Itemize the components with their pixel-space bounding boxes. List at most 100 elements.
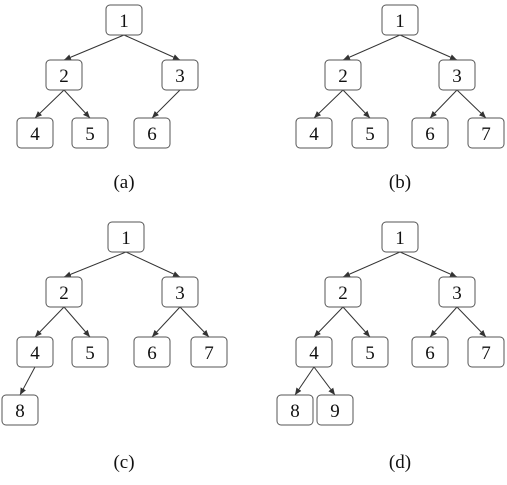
node-label: 3 (175, 66, 185, 87)
edge-c-3-to-7 (179, 306, 210, 338)
tree-node-b-6: 6 (411, 117, 449, 149)
node-box (105, 4, 143, 36)
node-label: 3 (452, 66, 462, 87)
edge-d-3-to-7 (456, 306, 487, 338)
node-label: 4 (30, 343, 40, 364)
node-box (107, 221, 145, 253)
edge-b-1-to-2 (342, 34, 401, 61)
node-box (45, 276, 83, 308)
node-box (16, 117, 54, 149)
tree-node-a-2: 2 (45, 59, 83, 91)
tree-node-b-7: 7 (467, 117, 505, 149)
node-box (316, 394, 354, 426)
tree-node-c-5: 5 (71, 336, 109, 368)
edge-a-1-to-3 (123, 34, 181, 61)
node-box (411, 336, 449, 368)
edge-c-1-to-2 (63, 251, 127, 278)
node-box (16, 336, 54, 368)
node-box (295, 117, 333, 149)
edge-b-3-to-7 (456, 89, 487, 119)
edge-a-3-to-6 (151, 89, 181, 119)
edge-a-1-to-2 (63, 34, 125, 61)
node-label: 1 (121, 228, 131, 249)
node-box (190, 336, 228, 368)
edge-b-2-to-4 (313, 89, 344, 119)
node-label: 2 (338, 283, 348, 304)
tree-node-c-8: 8 (1, 394, 39, 426)
tree-node-d-1: 1 (381, 221, 419, 253)
node-box (133, 336, 171, 368)
tree-node-d-8: 8 (276, 394, 314, 426)
node-label: 1 (395, 11, 405, 32)
tree-node-b-4: 4 (295, 117, 333, 149)
edge-c-1-to-3 (125, 251, 181, 278)
edge-a-2-to-5 (63, 89, 91, 119)
node-label: 4 (309, 124, 319, 145)
edge-c-4-to-8 (19, 366, 36, 396)
panel-caption-d: (d) (389, 452, 411, 473)
edge-b-1-to-3 (399, 34, 458, 61)
node-box (1, 394, 39, 426)
node-label: 6 (147, 124, 157, 145)
tree-node-d-6: 6 (411, 336, 449, 368)
tree-node-d-5: 5 (351, 336, 389, 368)
tree-node-b-1: 1 (381, 4, 419, 36)
tree-node-c-6: 6 (133, 336, 171, 368)
panel-caption-c: (c) (113, 452, 134, 473)
node-label: 2 (338, 66, 348, 87)
node-box (467, 117, 505, 149)
node-label: 7 (204, 343, 214, 364)
tree-node-c-1: 1 (107, 221, 145, 253)
node-label: 5 (365, 124, 375, 145)
edge-d-4-to-9 (313, 366, 336, 396)
node-label: 7 (481, 124, 491, 145)
edge-b-3-to-6 (429, 89, 458, 119)
node-box (324, 276, 362, 308)
node-label: 2 (59, 66, 69, 87)
edge-b-2-to-5 (342, 89, 371, 119)
node-box (71, 117, 109, 149)
panel-caption-a: (a) (113, 172, 134, 193)
tree-node-c-4: 4 (16, 336, 54, 368)
edge-c-2-to-4 (34, 306, 65, 338)
node-label: 1 (119, 11, 129, 32)
node-label: 3 (175, 283, 185, 304)
node-box (276, 394, 314, 426)
tree-node-d-7: 7 (467, 336, 505, 368)
edge-c-3-to-6 (151, 306, 181, 338)
tree-node-b-3: 3 (438, 59, 476, 91)
node-box (438, 276, 476, 308)
node-box (133, 117, 171, 149)
node-label: 8 (290, 401, 300, 422)
tree-node-c-7: 7 (190, 336, 228, 368)
tree-node-a-3: 3 (161, 59, 199, 91)
node-label: 6 (425, 343, 435, 364)
edge-c-2-to-5 (63, 306, 91, 338)
tree-node-d-4: 4 (295, 336, 333, 368)
tree-node-d-2: 2 (324, 276, 362, 308)
node-box (161, 276, 199, 308)
edge-d-2-to-4 (313, 306, 344, 338)
node-box (411, 117, 449, 149)
tree-node-d-3: 3 (438, 276, 476, 308)
node-label: 3 (452, 283, 462, 304)
node-box (45, 59, 83, 91)
tree-node-a-4: 4 (16, 117, 54, 149)
node-box (467, 336, 505, 368)
node-box (438, 59, 476, 91)
node-label: 1 (395, 228, 405, 249)
tree-node-a-1: 1 (105, 4, 143, 36)
node-label: 5 (85, 124, 95, 145)
edge-d-3-to-6 (429, 306, 458, 338)
node-label: 5 (365, 343, 375, 364)
node-box (71, 336, 109, 368)
node-box (324, 59, 362, 91)
node-label: 5 (85, 343, 95, 364)
node-label: 6 (147, 343, 157, 364)
edge-d-1-to-2 (342, 251, 401, 278)
node-label: 8 (15, 401, 25, 422)
node-box (381, 221, 419, 253)
node-box (381, 4, 419, 36)
tree-node-a-6: 6 (133, 117, 171, 149)
